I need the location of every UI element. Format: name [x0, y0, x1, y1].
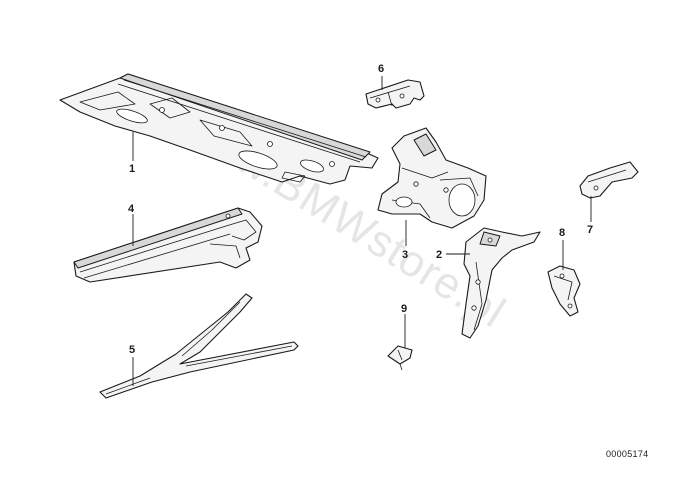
- callout-1: 1: [129, 163, 135, 175]
- part-7-bracket[interactable]: [579, 161, 639, 199]
- part-6-bracket[interactable]: [365, 79, 425, 109]
- part-9-clip[interactable]: [387, 345, 413, 371]
- callout-3: 3: [402, 249, 408, 261]
- part-5-curved-strip[interactable]: [99, 293, 299, 399]
- callout-4: 4: [128, 203, 135, 215]
- part-8-bracket[interactable]: [547, 265, 581, 317]
- part-4-side-rail[interactable]: [73, 207, 263, 283]
- callout-7: 7: [587, 224, 593, 236]
- diagram-number: 00005174: [606, 449, 649, 459]
- callout-2: 2: [436, 249, 442, 261]
- callout-9: 9: [401, 303, 407, 315]
- part-1-bulkhead-panel[interactable]: [59, 73, 379, 185]
- callout-5: 5: [129, 344, 135, 356]
- part-3-side-panel[interactable]: [377, 127, 487, 229]
- callout-8: 8: [559, 227, 565, 239]
- part-2-pillar-bracket[interactable]: [461, 227, 541, 339]
- callout-6: 6: [378, 63, 384, 75]
